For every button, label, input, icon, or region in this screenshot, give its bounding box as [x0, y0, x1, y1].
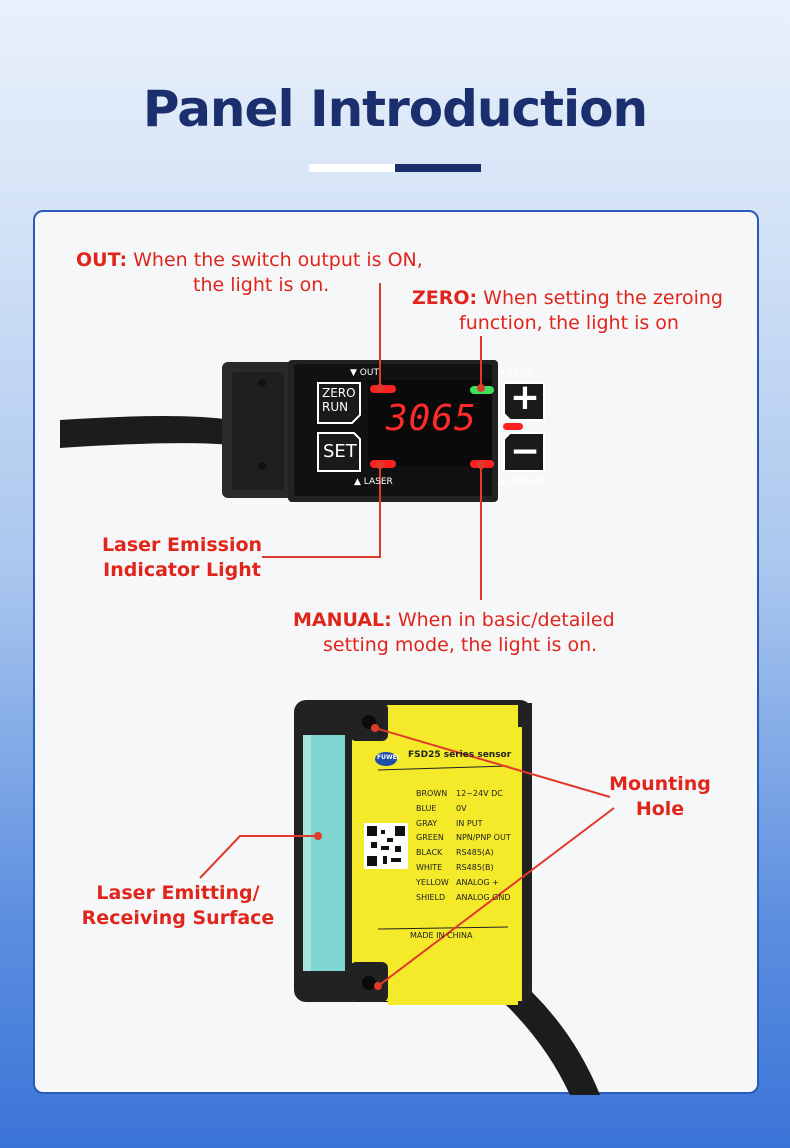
set-label: SET	[323, 441, 357, 462]
leader-lines	[199, 283, 615, 987]
mounting-hole-bottom	[362, 976, 376, 990]
set-button[interactable]	[317, 432, 361, 472]
out-annotation: OUT: When the switch output is ON, the l…	[76, 249, 423, 296]
zero-annotation: ZERO: When setting the zeroing function,…	[412, 287, 723, 334]
laser-emission-annotation: Laser Emission Indicator Light	[101, 534, 263, 581]
out-indicator-label: ▼ OUT	[350, 368, 379, 378]
zero-run-button[interactable]	[317, 382, 361, 424]
mounting-hole-annotation: Mounting Hole	[609, 773, 711, 820]
brand-logo: FUWEI	[377, 754, 399, 761]
zero-run-line1: ZERO	[322, 386, 356, 400]
plus-button[interactable]	[503, 382, 545, 421]
surface-annotation: Laser Emitting/ Receiving Surface	[81, 882, 275, 929]
series-name: FSD25 series sensor	[408, 750, 512, 760]
display-readout: 3065	[386, 398, 477, 439]
plus-label: +	[509, 377, 541, 418]
sensor-device	[294, 700, 532, 1005]
panel-cable	[60, 416, 232, 448]
minus-button[interactable]	[503, 432, 545, 472]
manual-annotation: MANUAL: When in basic/detailed setting m…	[293, 609, 615, 656]
zero-indicator-label: ▼ ZERO	[498, 368, 533, 378]
page-title: Panel Introduction	[142, 80, 648, 138]
title-underline-light	[309, 164, 395, 172]
laser-indicator-label: ▲ LASER	[354, 477, 393, 487]
title-underline-dark	[395, 164, 481, 172]
minus-label: −	[509, 431, 541, 472]
zero-run-line2: RUN	[322, 400, 349, 414]
origin-text: MADE IN CHINA	[410, 931, 473, 940]
manual-indicator-label: ▲ MANUAL	[498, 477, 547, 487]
